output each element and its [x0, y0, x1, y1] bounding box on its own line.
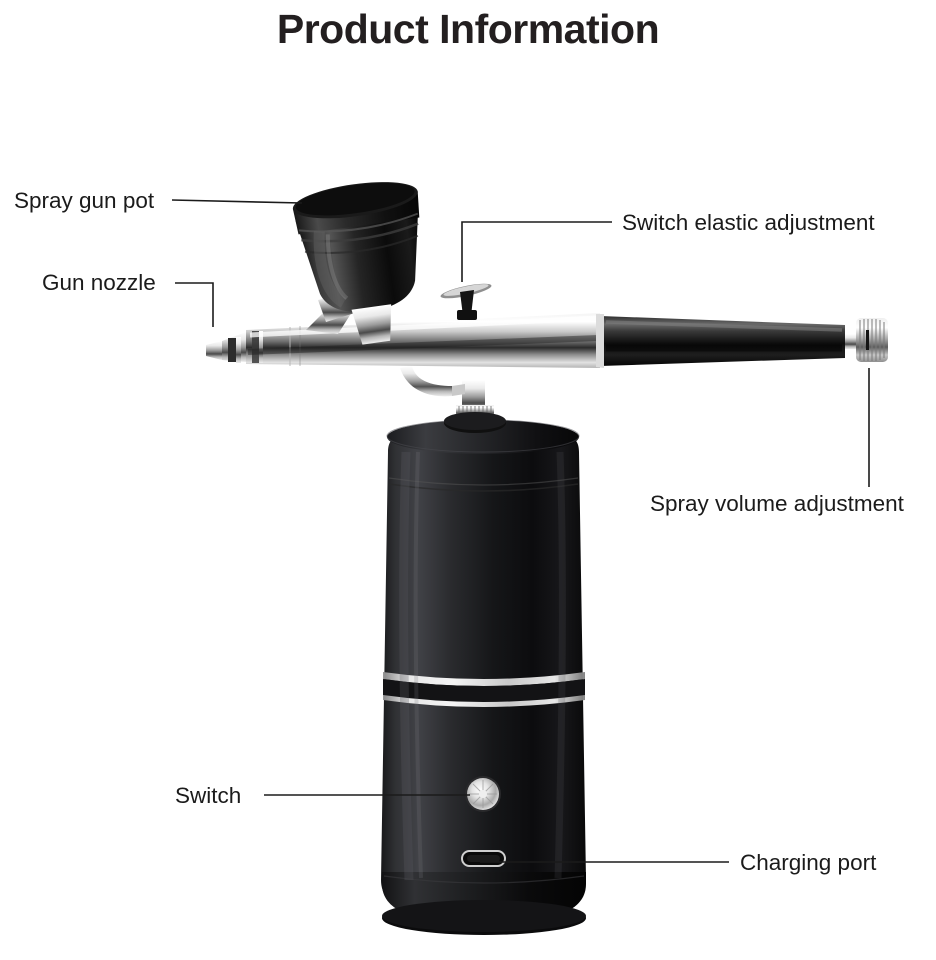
callout-label-gun-nozzle: Gun nozzle [42, 270, 156, 295]
page-title: Product Information [276, 6, 660, 52]
callout-label-switch-elastic-adjustment: Switch elastic adjustment [622, 210, 875, 235]
compressor-body [381, 419, 586, 935]
charging-port-usb-c [461, 850, 506, 867]
callout-label-spray-volume-adjustment: Spray volume adjustment [650, 491, 904, 516]
callout-label-spray-gun-pot: Spray gun pot [14, 188, 155, 213]
callout-label-switch: Switch [175, 783, 242, 808]
airbrush-connector [444, 380, 506, 433]
trigger-lever[interactable] [440, 281, 493, 320]
paint-cup [292, 182, 420, 345]
power-switch-button[interactable] [465, 776, 501, 812]
spray-volume-knob[interactable] [856, 318, 888, 362]
airbrush-gun [206, 281, 888, 397]
callout-label-charging-port: Charging port [740, 850, 877, 875]
